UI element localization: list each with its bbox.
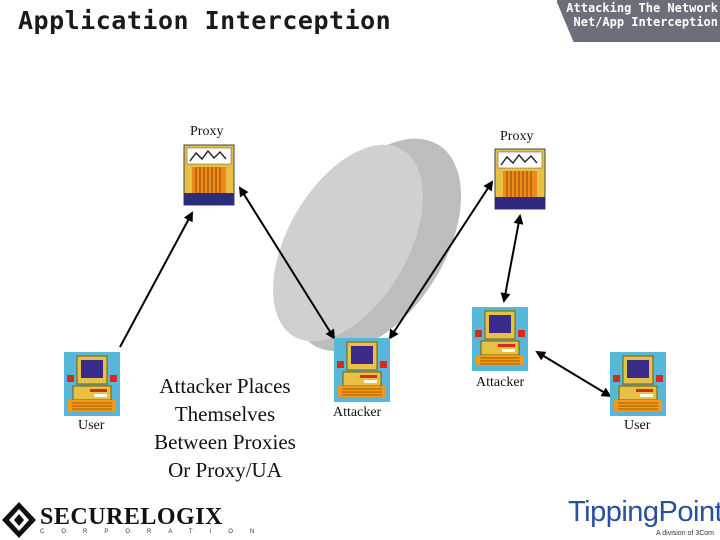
securelogix-logo: SECURELOGIX CORPORATION xyxy=(0,500,254,540)
tippingpoint-logo-word: TippingPoint xyxy=(568,496,720,528)
attacker-right-icon xyxy=(471,306,529,372)
header-tab: Attacking The Network Net/App Intercepti… xyxy=(556,0,720,43)
caption-line: Between Proxies xyxy=(154,430,296,454)
diagram-caption: Attacker Places Themselves Between Proxi… xyxy=(140,372,310,484)
caption-line: Themselves xyxy=(174,402,276,426)
proxy-right-label: Proxy xyxy=(500,129,534,144)
securelogix-logo-sub: CORPORATION xyxy=(40,529,272,535)
user-right-label: User xyxy=(624,418,651,433)
page-title: Application Interception xyxy=(18,6,392,35)
securelogix-logo-word: SECURELOGIX xyxy=(40,504,223,530)
header-tab-line1: Attacking The Network xyxy=(566,1,718,15)
user-left-icon xyxy=(63,351,121,417)
arrow-attacker-to-proxy-right xyxy=(388,180,494,340)
caption-line: Attacker Places xyxy=(159,374,291,398)
user-right-icon xyxy=(609,351,667,417)
header-tab-line2: Net/App Interception xyxy=(573,15,719,29)
caption-line: Or Proxy/UA xyxy=(168,458,282,482)
proxy-left-icon xyxy=(183,144,235,206)
arrow-proxy-left-to-attacker xyxy=(238,186,336,340)
proxy-left-label: Proxy xyxy=(190,124,224,139)
attacker-center-label: Attacker xyxy=(333,405,382,420)
securelogix-emblem-icon xyxy=(2,502,36,538)
attacker-right-label: Attacker xyxy=(476,375,525,390)
tippingpoint-logo-sub: A division of 3Com xyxy=(656,530,714,537)
tippingpoint-logo: TippingPoint A division of 3Com xyxy=(568,496,720,540)
attacker-center-icon xyxy=(333,337,391,403)
arrow-proxy-right-to-attacker-right xyxy=(500,214,524,303)
arrow-user-left-to-proxy-left xyxy=(119,211,193,348)
user-left-label: User xyxy=(78,418,105,433)
arrow-attacker-right-to-user-right xyxy=(535,350,612,398)
proxy-right-icon xyxy=(494,148,546,210)
